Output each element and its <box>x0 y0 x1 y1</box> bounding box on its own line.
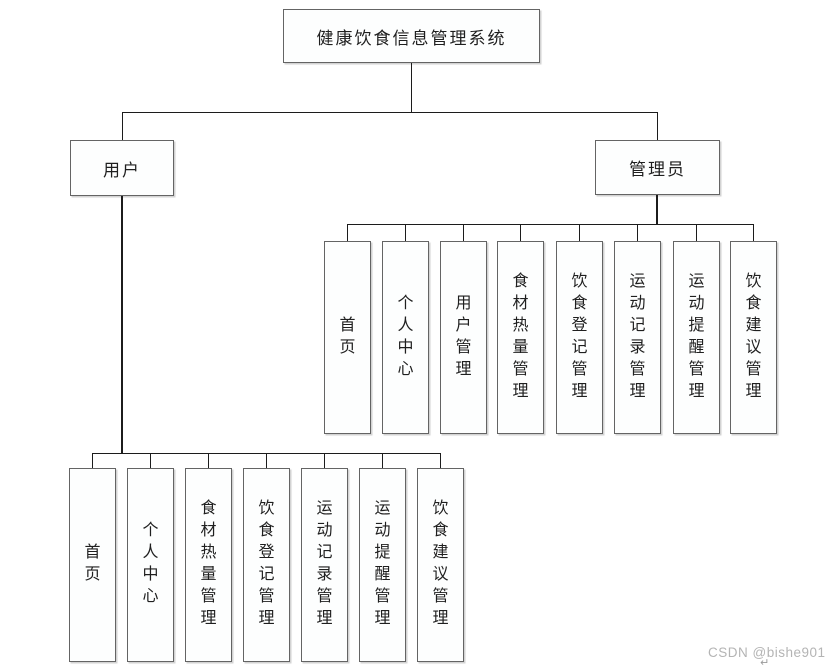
node-user: 用户 <box>70 140 174 196</box>
connector-admin-stub <box>657 112 658 140</box>
user-child-label: 首页 <box>81 543 99 587</box>
admin-child-exercise-reminder-mgmt: 运动提醒管理 <box>673 241 720 434</box>
admin-child-label: 饮食登记管理 <box>568 271 586 404</box>
admin-child-label: 运动记录管理 <box>626 271 644 404</box>
admin-child-home: 首页 <box>324 241 371 434</box>
connector-admin-stem <box>656 195 658 224</box>
connector-user-stem <box>121 196 123 453</box>
connector-admin-bus <box>347 224 754 225</box>
connector-admin-drop <box>405 224 406 241</box>
admin-child-ingredient-calorie-mgmt: 食材热量管理 <box>497 241 544 434</box>
connector-user-drop <box>150 453 151 468</box>
admin-child-label: 运动提醒管理 <box>685 271 703 404</box>
admin-child-label: 个人中心 <box>394 293 412 382</box>
node-admin: 管理员 <box>595 140 720 195</box>
node-admin-label: 管理员 <box>629 160 686 179</box>
user-child-ingredient-calorie-mgmt: 食材热量管理 <box>185 468 232 662</box>
connector-admin-drop <box>753 224 754 241</box>
user-child-label: 个人中心 <box>139 521 157 609</box>
connector-root-stem <box>411 63 412 112</box>
connector-admin-drop <box>696 224 697 241</box>
admin-child-exercise-record-mgmt: 运动记录管理 <box>614 241 661 434</box>
node-root-label: 健康饮食信息管理系统 <box>316 28 507 48</box>
connector-user-drop <box>92 453 93 468</box>
admin-child-user-mgmt: 用户管理 <box>440 241 487 434</box>
admin-child-personal-center: 个人中心 <box>382 241 429 434</box>
connector-admin-drop <box>520 224 521 241</box>
node-root: 健康饮食信息管理系统 <box>283 9 540 63</box>
node-user-label: 用户 <box>103 160 141 180</box>
user-child-label: 运动记录管理 <box>313 499 331 631</box>
connector-user-drop <box>266 453 267 468</box>
connector-admin-drop <box>347 224 348 241</box>
connector-user-drop <box>440 453 441 468</box>
admin-child-label: 饮食建议管理 <box>742 271 760 404</box>
user-child-label: 食材热量管理 <box>197 499 215 631</box>
csdn-watermark: CSDN @bishe901 <box>708 645 826 660</box>
user-child-label: 饮食登记管理 <box>255 499 273 631</box>
connector-admin-drop <box>579 224 580 241</box>
user-child-personal-center: 个人中心 <box>127 468 174 662</box>
connector-user-stub <box>122 112 123 140</box>
admin-child-diet-register-mgmt: 饮食登记管理 <box>556 241 603 434</box>
user-child-exercise-reminder-mgmt: 运动提醒管理 <box>359 468 406 662</box>
admin-child-label: 食材热量管理 <box>509 271 527 404</box>
user-child-exercise-record-mgmt: 运动记录管理 <box>301 468 348 662</box>
connector-user-drop <box>382 453 383 468</box>
user-child-diet-register-mgmt: 饮食登记管理 <box>243 468 290 662</box>
connector-admin-drop <box>463 224 464 241</box>
user-child-label: 饮食建议管理 <box>429 499 447 631</box>
admin-child-label: 用户管理 <box>452 293 470 382</box>
connector-top-bus <box>122 112 658 113</box>
return-symbol: ↵ <box>760 657 770 669</box>
user-child-home: 首页 <box>69 468 116 662</box>
admin-child-diet-advice-mgmt: 饮食建议管理 <box>730 241 777 434</box>
user-child-label: 运动提醒管理 <box>371 499 389 631</box>
user-child-diet-advice-mgmt: 饮食建议管理 <box>417 468 464 662</box>
connector-user-drop <box>208 453 209 468</box>
admin-child-label: 首页 <box>336 315 354 360</box>
connector-admin-drop <box>637 224 638 241</box>
connector-user-drop <box>324 453 325 468</box>
